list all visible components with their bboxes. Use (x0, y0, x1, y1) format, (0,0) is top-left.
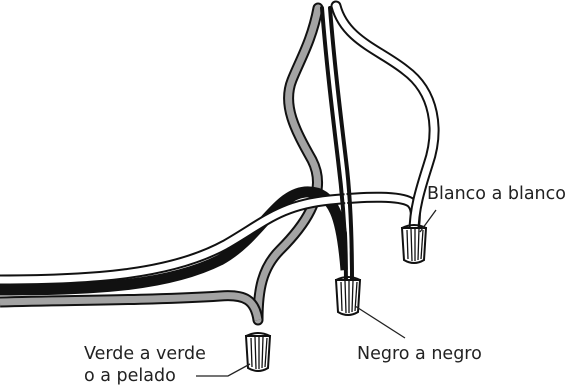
label-green-to-green: Verde a verde (84, 344, 206, 364)
leader-lines (196, 209, 437, 377)
wire-nut-white (400, 224, 428, 264)
label-or-bare: o a pelado (84, 366, 176, 386)
left-cable-bundle (0, 186, 421, 322)
wire-nut-icon (334, 276, 362, 316)
label-white-to-white: Blanco a blanco (427, 184, 566, 204)
wire-nut-ground (244, 332, 272, 372)
wire-nut-icon (244, 332, 272, 372)
gray-ground-wire (252, 2, 324, 326)
wire-nut-icon (400, 224, 428, 264)
leader-white (419, 209, 437, 233)
white-wire-top (330, 0, 440, 238)
leader-black (354, 305, 406, 339)
wire-nut-black (334, 276, 362, 316)
label-black-to-black: Negro a negro (357, 344, 482, 364)
black-wire-top (320, 6, 354, 284)
leader-ground (196, 363, 251, 377)
